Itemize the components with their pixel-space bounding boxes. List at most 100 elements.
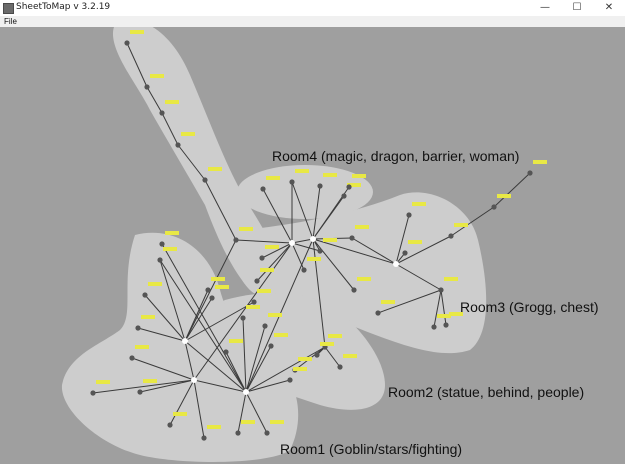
node-tag (239, 227, 253, 231)
graph-node[interactable] (235, 430, 241, 436)
window-title: SheetToMap v 3.2.19 (16, 2, 111, 12)
node-tag (165, 231, 179, 235)
graph-node[interactable] (341, 193, 347, 199)
graph-edge (159, 259, 186, 342)
graph-node[interactable] (314, 352, 320, 358)
graph-edge (177, 144, 206, 181)
node-tag (229, 339, 243, 343)
maximize-button[interactable]: ☐ (572, 2, 582, 13)
graph-edge (146, 86, 163, 114)
graph-node[interactable] (287, 377, 293, 383)
node-tag (343, 354, 357, 358)
node-tag (211, 277, 225, 281)
graph-node[interactable] (349, 235, 355, 241)
graph-node[interactable] (137, 389, 143, 395)
node-tag (295, 169, 309, 173)
graph-node[interactable] (431, 324, 437, 330)
graph-edge (237, 391, 247, 434)
node-tag (293, 367, 307, 371)
hub-node[interactable] (182, 338, 188, 344)
close-button[interactable]: ✕ (604, 2, 614, 13)
menu-file[interactable]: File (4, 17, 17, 26)
room3-region (234, 192, 487, 354)
graph-edge (291, 238, 314, 244)
graph-node[interactable] (202, 177, 208, 183)
graph-edge (184, 301, 255, 342)
room1-region (61, 232, 299, 462)
graph-node[interactable] (301, 267, 307, 273)
graph-node[interactable] (289, 179, 295, 185)
graph-node[interactable] (317, 183, 323, 189)
graph-edge (245, 345, 272, 393)
graph-node[interactable] (167, 422, 173, 428)
graph-edge (440, 289, 447, 326)
graph-edge (242, 317, 247, 393)
graph-edge (193, 242, 293, 381)
node-tag (323, 173, 337, 177)
node-tag (533, 160, 547, 164)
graph-node[interactable] (351, 287, 357, 293)
graph-node[interactable] (205, 287, 211, 293)
node-tag (96, 380, 110, 384)
title-bar: SheetToMap v 3.2.19 — ☐ ✕ (0, 0, 625, 17)
hub-node[interactable] (191, 377, 197, 383)
graph-node[interactable] (124, 40, 130, 46)
graph-node[interactable] (402, 250, 408, 256)
graph-node[interactable] (240, 315, 246, 321)
node-tag (355, 225, 369, 229)
graph-node[interactable] (491, 204, 497, 210)
graph-edge (377, 289, 442, 314)
graph-node[interactable] (159, 241, 165, 247)
graph-node[interactable] (337, 364, 343, 370)
node-tag (135, 345, 149, 349)
graph-node[interactable] (406, 212, 412, 218)
graph-node[interactable] (175, 142, 181, 148)
graph-node[interactable] (129, 355, 135, 361)
node-tag (444, 277, 458, 281)
graph-node[interactable] (375, 310, 381, 316)
graph-edge (204, 179, 237, 241)
graph-node[interactable] (264, 430, 270, 436)
node-tag (266, 176, 280, 180)
graph-edge (245, 391, 268, 434)
node-tag (181, 132, 195, 136)
graph-node[interactable] (135, 325, 141, 331)
hub-node[interactable] (289, 240, 295, 246)
minimize-button[interactable]: — (540, 2, 550, 13)
graph-node[interactable] (317, 248, 323, 254)
graph-node[interactable] (144, 84, 150, 90)
graph-node[interactable] (251, 299, 257, 305)
node-tag (323, 238, 337, 242)
graph-edge (193, 379, 247, 393)
graph-node[interactable] (201, 435, 207, 441)
graph-node[interactable] (209, 295, 215, 301)
graph-node[interactable] (443, 322, 449, 328)
hub-node[interactable] (393, 261, 399, 267)
graph-node[interactable] (438, 287, 444, 293)
graph-node[interactable] (157, 257, 163, 263)
graph-node[interactable] (90, 390, 96, 396)
graph-node[interactable] (142, 292, 148, 298)
graph-node[interactable] (448, 233, 454, 239)
graph-node[interactable] (268, 343, 274, 349)
graph-edge (193, 379, 205, 439)
hub-node[interactable] (310, 236, 316, 242)
node-tag (270, 420, 284, 424)
map-canvas[interactable]: Room4 (magic, dragon, barrier, woman) Ro… (0, 27, 625, 464)
hub-node[interactable] (243, 389, 249, 395)
node-tag (165, 100, 179, 104)
graph-edge (312, 238, 355, 291)
graph-node[interactable] (233, 237, 239, 243)
graph-node[interactable] (262, 323, 268, 329)
graph-node[interactable] (346, 184, 352, 190)
map-graph[interactable] (0, 27, 625, 464)
graph-edge (184, 340, 247, 393)
room4-label: Room4 (magic, dragon, barrier, woman) (272, 148, 520, 164)
graph-node[interactable] (223, 349, 229, 355)
graph-node[interactable] (159, 110, 165, 116)
graph-node[interactable] (527, 170, 533, 176)
graph-node[interactable] (260, 186, 266, 192)
node-tag (381, 300, 395, 304)
graph-node[interactable] (259, 255, 265, 261)
graph-node[interactable] (254, 278, 260, 284)
